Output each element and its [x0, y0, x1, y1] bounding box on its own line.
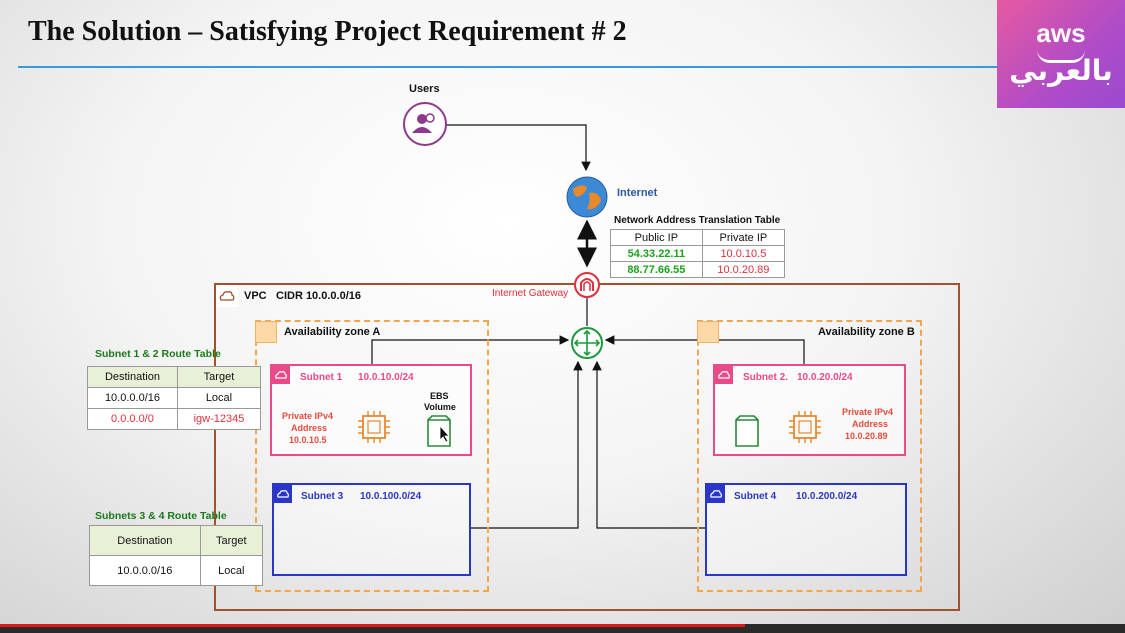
nat-private-ip: 10.0.20.89 — [701, 261, 786, 278]
rt12-destination: 0.0.0.0/0 — [87, 408, 178, 430]
rt12-destination: 10.0.0.0/16 — [87, 387, 178, 409]
ebs-volume-icon — [735, 415, 759, 447]
rt34-target: Local — [199, 555, 264, 586]
subnet1-ip-label: Private IPv4 — [282, 411, 334, 421]
internet-globe-icon — [566, 176, 608, 218]
aws-arabic-logo: aws بالعربي — [997, 0, 1125, 108]
nat-public-ip: 54.33.22.11 — [610, 245, 703, 262]
subnet1-name: Subnet 1 — [300, 372, 343, 383]
video-progress-track[interactable] — [0, 624, 1125, 633]
subnet2-ip-label: Address — [852, 419, 889, 429]
internet-gateway-icon — [574, 272, 600, 298]
subnet3-lock-icon — [274, 485, 292, 503]
vpc-cidr: CIDR 10.0.0.0/16 — [276, 290, 361, 302]
users-icon — [403, 102, 447, 146]
rt34-header-target: Target — [199, 525, 264, 556]
rt12-header-destination: Destination — [87, 366, 178, 388]
logo-arabic-text: بالعربي — [1009, 54, 1113, 87]
slide-title: The Solution – Satisfying Project Requir… — [28, 16, 627, 47]
nat-private-ip: 10.0.10.5 — [701, 245, 786, 262]
subnet3-name: Subnet 3 — [301, 491, 344, 502]
subnet-4 — [705, 483, 907, 576]
subnet1-ip-label: Address — [291, 423, 328, 433]
subnet2-name: Subnet 2. — [743, 372, 789, 383]
rt34-header-destination: Destination — [89, 525, 201, 556]
ebs-label: Volume — [424, 402, 456, 412]
nat-table: Public IP Private IP 54.33.22.11 10.0.10… — [610, 229, 786, 278]
subnet3-cidr: 10.0.100.0/24 — [360, 491, 422, 502]
az-a-icon — [255, 321, 277, 343]
rt12-target: Local — [176, 387, 262, 409]
vpc-label: VPC — [244, 290, 267, 302]
vpc-cloud-icon — [216, 285, 238, 307]
rt34-destination: 10.0.0.0/16 — [89, 555, 201, 586]
subnet-3 — [272, 483, 471, 576]
az-b-icon — [697, 321, 719, 343]
subnet1-lock-icon — [272, 366, 290, 384]
rt12-caption: Subnet 1 & 2 Route Table — [95, 348, 221, 360]
subnet1-router-line — [371, 335, 570, 364]
rt34-caption: Subnets 3 & 4 Route Table — [95, 510, 227, 522]
subnet2-ip: 10.0.20.89 — [845, 431, 888, 441]
ec2-instance-icon — [789, 411, 821, 443]
nat-header-private: Private IP — [701, 229, 786, 246]
route-table-3-4: Destination Target 10.0.0.0/16 Local — [89, 525, 264, 586]
subnet4-cidr: 10.0.200.0/24 — [796, 491, 858, 502]
users-label: Users — [409, 83, 440, 95]
subnet1-ip: 10.0.10.5 — [289, 435, 327, 445]
subnet1-cidr: 10.0.10.0/24 — [358, 372, 414, 383]
subnet2-lock-icon — [715, 366, 733, 384]
internet-label: Internet — [617, 187, 658, 199]
logo-smile-icon — [1037, 50, 1085, 63]
subnet2-router-line — [604, 335, 805, 364]
rt12-target: igw-12345 — [176, 408, 262, 430]
az-a-label: Availability zone A — [284, 326, 381, 338]
az-b-label: Availability zone B — [818, 326, 915, 338]
subnet2-cidr: 10.0.20.0/24 — [797, 372, 853, 383]
title-divider — [18, 66, 998, 68]
video-progress-fill[interactable] — [0, 624, 745, 627]
subnet3-router-line — [471, 360, 583, 529]
route-table-1-2: Destination Target 10.0.0.0/16 Local 0.0… — [87, 366, 262, 430]
subnet4-name: Subnet 4 — [734, 491, 777, 502]
ec2-instance-icon — [358, 411, 390, 443]
rt12-header-target: Target — [176, 366, 262, 388]
router-icon — [571, 327, 603, 359]
ebs-label: EBS — [430, 391, 449, 401]
logo-aws-text: aws — [1036, 18, 1086, 48]
availability-zone-a — [255, 320, 489, 592]
nat-public-ip: 88.77.66.55 — [610, 261, 703, 278]
subnet2-ip-label: Private IPv4 — [842, 407, 894, 417]
users-to-internet-line — [446, 124, 591, 172]
internet-gateway-label: Internet Gateway — [492, 288, 569, 299]
availability-zone-b — [697, 320, 922, 592]
subnet4-lock-icon — [707, 485, 725, 503]
nat-header-public: Public IP — [610, 229, 703, 246]
nat-table-caption: Network Address Translation Table — [614, 215, 781, 226]
ebs-volume-icon — [427, 415, 451, 447]
subnet4-router-line — [592, 360, 705, 529]
